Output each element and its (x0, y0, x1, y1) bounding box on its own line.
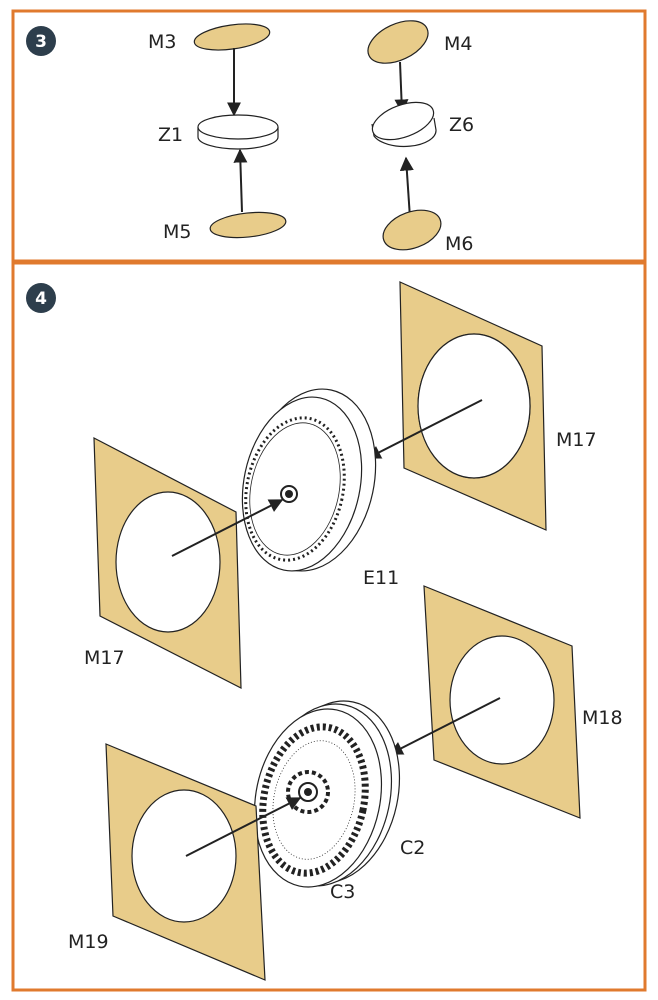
step-4-badge (26, 283, 56, 313)
label-m19: M19 (68, 931, 109, 953)
label-m6: M6 (445, 233, 473, 255)
part-z6 (371, 101, 437, 148)
label-z1: Z1 (158, 124, 183, 146)
step-3-frame (11, 9, 647, 263)
label-m4: M4 (444, 33, 472, 55)
part-m17-right (399, 281, 547, 531)
part-m19 (105, 743, 266, 981)
label-c2: C2 (400, 837, 425, 859)
label-e11: E11 (363, 567, 399, 589)
part-m17-left (93, 436, 242, 689)
arrow-m17-left-to-e11 (171, 499, 284, 557)
label-m5: M5 (163, 221, 191, 243)
part-m3 (193, 23, 271, 51)
step-3-badge (26, 26, 56, 56)
label-m17-right: M17 (556, 429, 597, 451)
label-z6: Z6 (449, 114, 474, 136)
label-m3: M3 (148, 31, 176, 53)
arrow-m5-to-z1 (233, 148, 248, 213)
step-3-number: 3 (35, 32, 47, 52)
part-m5 (209, 211, 287, 239)
part-e11-wheel (241, 388, 377, 572)
label-m17-left: M17 (84, 647, 125, 669)
part-z1 (197, 114, 279, 150)
arrow-m17-to-e11 (366, 399, 483, 459)
part-c2-c3-wheel (253, 700, 401, 888)
part-m18 (423, 585, 581, 819)
label-m18: M18 (582, 707, 623, 729)
part-m6 (382, 209, 442, 251)
arrow-m6-to-z6 (399, 156, 414, 219)
label-c3: C3 (330, 881, 355, 903)
part-m4 (367, 20, 429, 64)
step-4-frame (11, 261, 647, 992)
arrow-m19-to-c3 (185, 797, 302, 857)
arrow-m18-to-c2 (388, 697, 501, 755)
arrow-m4-to-z6 (394, 61, 409, 114)
step-4-number: 4 (35, 289, 47, 309)
